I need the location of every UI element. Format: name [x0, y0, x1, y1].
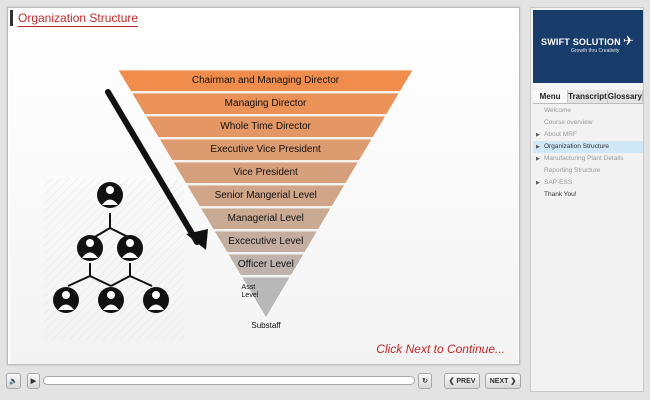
prev-button[interactable]: ❮ PREV	[444, 373, 480, 389]
logo-tagline: Growth thru Creativity	[571, 48, 620, 54]
progress-bar[interactable]	[43, 376, 415, 385]
menu-item-organization-structure[interactable]: ▶ Organization Structure	[533, 141, 643, 153]
pyramid-level-label: Chairman and Managing Director	[191, 75, 340, 87]
sidebar-tabs: Menu Transcript Glossary	[533, 90, 643, 104]
org-chart-illustration	[44, 178, 184, 340]
tab-menu[interactable]: Menu	[533, 90, 569, 103]
pyramid-level-label: Executive Vice President	[210, 144, 321, 156]
slide-title: Organization Structure	[18, 11, 139, 27]
chevron-right-icon: ❯	[508, 378, 517, 385]
next-label: NEXT	[489, 377, 509, 385]
pyramid-band	[144, 115, 387, 138]
tab-transcript[interactable]: Transcript	[568, 90, 608, 103]
pyramid-band	[172, 161, 360, 184]
menu-item-label: Manufacturing Plant Details	[544, 155, 624, 162]
sidebar: SWIFT SOLUTION Growth thru Creativity ✈ …	[530, 7, 644, 392]
pyramid-band	[227, 253, 305, 276]
replay-button[interactable]: ↻	[418, 373, 432, 389]
replay-icon: ↻	[422, 378, 428, 385]
pyramid-band	[131, 92, 401, 115]
menu-item-label: Thank You!	[544, 191, 577, 198]
menu-item-label: SAP-ESS	[544, 179, 573, 186]
pyramid-band	[185, 184, 346, 207]
chevron-left-icon: ❮	[448, 378, 457, 385]
pyramid-band	[240, 276, 292, 319]
volume-icon: 🔈	[9, 378, 18, 385]
menu-item-course-overview[interactable]: Course overview	[533, 117, 643, 129]
direction-arrow	[105, 89, 208, 250]
menu-item-label: Course overview	[544, 119, 593, 126]
company-logo: SWIFT SOLUTION Growth thru Creativity ✈	[533, 10, 643, 83]
pyramid-level-label: Senior Mangerial Level	[214, 190, 317, 202]
expand-icon: ▶	[536, 132, 540, 138]
pyramid-level-label: Managing Director	[224, 98, 307, 110]
logo-title: SWIFT SOLUTION	[541, 37, 621, 47]
play-icon: ▶	[30, 378, 37, 385]
menu-item-label: Welcome	[544, 107, 571, 114]
volume-button[interactable]: 🔈	[6, 373, 21, 389]
pyramid-level-label: Vice President	[233, 167, 298, 179]
menu-item-label: Reporting Structure	[544, 167, 601, 174]
slide-area: Organization Structure	[7, 7, 520, 365]
pyramid-level-label: Substaff	[251, 321, 281, 330]
menu-item-label: About MRF	[544, 131, 577, 138]
pyramid-band	[199, 207, 332, 230]
pyramid-level-label: Whole Time Director	[220, 121, 311, 133]
menu-item-label: Organization Structure	[544, 143, 610, 150]
course-menu: Welcome Course overview ▶ About MRF ▶ Orga…	[533, 105, 643, 201]
tab-glossary[interactable]: Glossary	[607, 90, 643, 103]
playback-controls: 🔈 ▶ ↻ ❮ PREV NEXT ❯	[0, 368, 524, 396]
pyramid-level-label: Officer Level	[237, 259, 294, 271]
expand-icon: ▶	[536, 180, 540, 186]
pyramid-band	[213, 230, 319, 253]
menu-item-thank-you[interactable]: Thank You!	[533, 189, 643, 201]
menu-item-manufacturing-plant-details[interactable]: ▶ Manufacturing Plant Details	[533, 153, 643, 165]
expand-icon: ▶	[536, 156, 540, 162]
menu-item-reporting-structure[interactable]: Reporting Structure	[533, 165, 643, 177]
bird-icon: ✈	[623, 33, 634, 48]
play-button[interactable]: ▶	[27, 373, 40, 389]
menu-item-sap-ess[interactable]: ▶ SAP-ESS	[533, 177, 643, 189]
pyramid-level-label: Excecutive Level	[228, 236, 304, 248]
pyramid-band	[158, 138, 373, 161]
continue-prompt: Click Next to Continue...	[376, 342, 505, 356]
prev-label: PREV	[456, 377, 476, 385]
expand-icon: ▶	[536, 144, 540, 150]
pyramid-level-label: Managerial Level	[227, 213, 304, 225]
pyramid-band	[117, 69, 414, 92]
menu-item-welcome[interactable]: Welcome	[533, 105, 643, 117]
next-button[interactable]: NEXT ❯	[485, 373, 521, 389]
menu-item-about-mrf[interactable]: ▶ About MRF	[533, 129, 643, 141]
title-marker	[10, 10, 13, 26]
hierarchy-pyramid	[117, 69, 414, 319]
